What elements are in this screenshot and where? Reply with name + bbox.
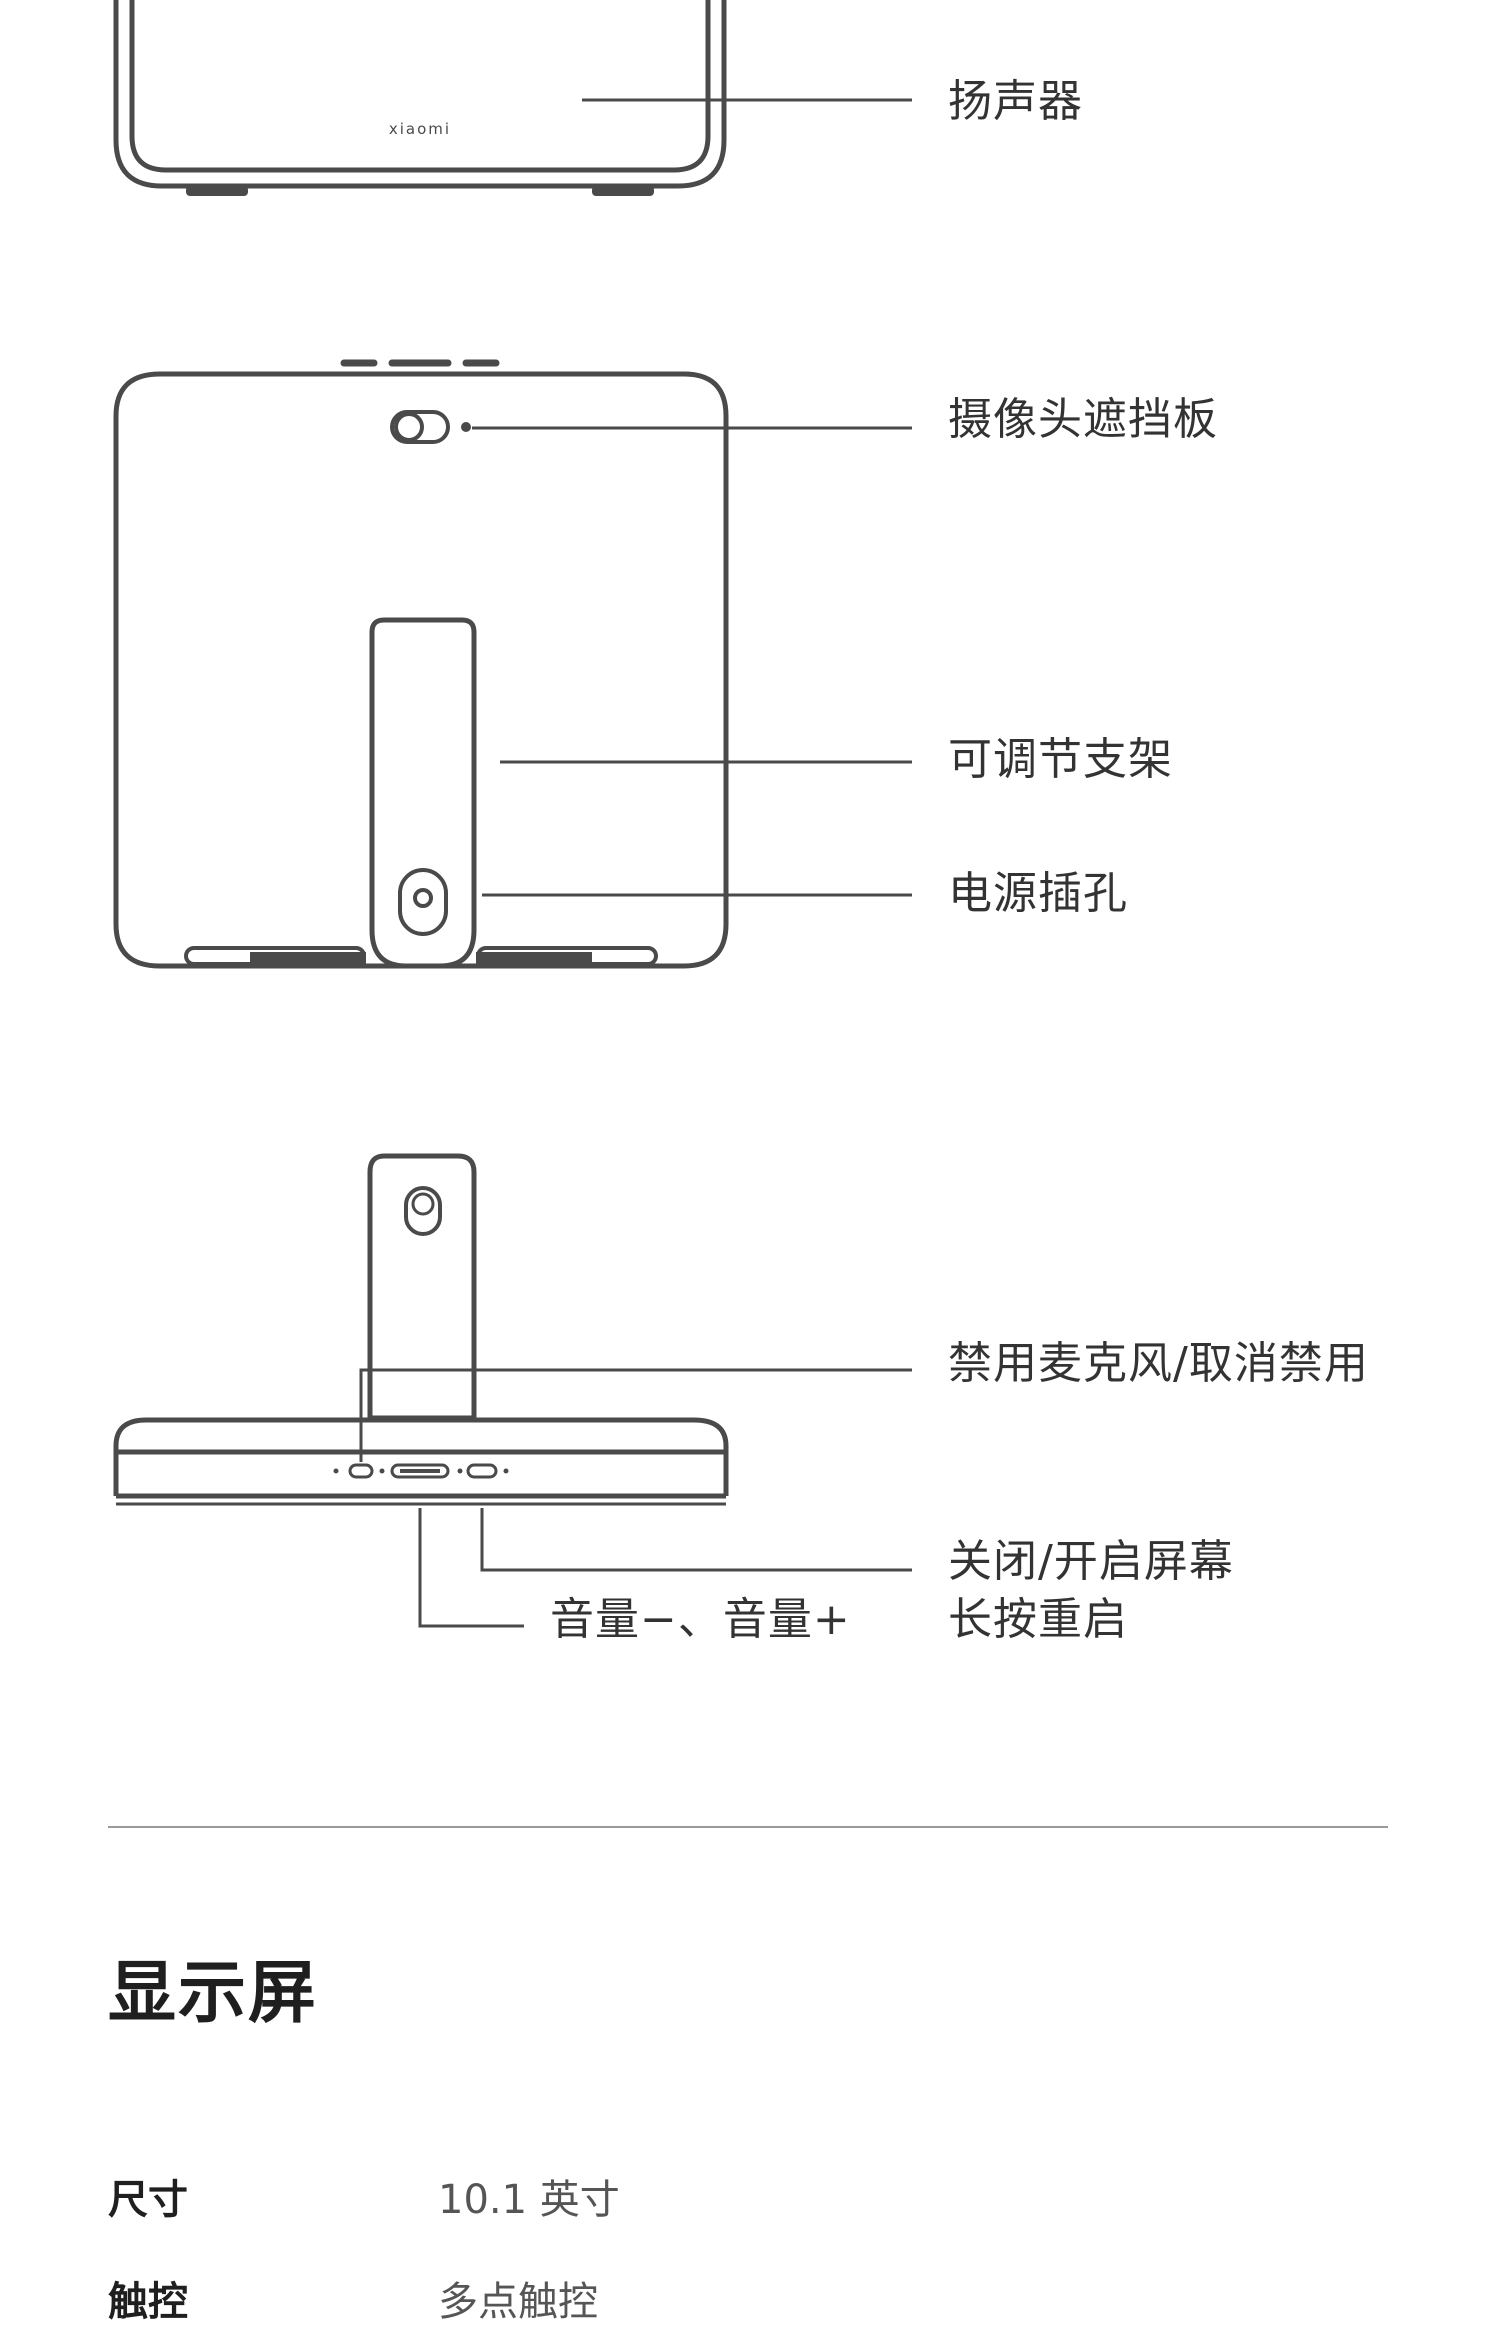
- power-jack-inner: [413, 888, 433, 908]
- back-view: [113, 359, 729, 969]
- device-diagram: xiaomi: [113, 0, 912, 1628]
- back-body-outline: [113, 371, 729, 969]
- volume-rocker: [390, 1463, 450, 1479]
- dot-left-2: [379, 1468, 385, 1474]
- camera-shutter-dot: [461, 422, 471, 432]
- spec-label: 触控: [108, 2279, 188, 2325]
- top-view: [113, 1153, 729, 1506]
- callout-power-jack: 电源插孔: [948, 868, 1128, 919]
- callout-mic-mute: 禁用麦克风/取消禁用: [948, 1338, 1369, 1389]
- power-jack-outer: [398, 868, 448, 936]
- back-grille-fill-right: [476, 952, 592, 964]
- dot-right-2: [503, 1468, 509, 1474]
- camera-shutter-knob: [394, 412, 424, 442]
- power-button: [466, 1463, 498, 1479]
- callout-speaker: 扬声器: [948, 76, 1083, 127]
- front-view: [113, 0, 727, 196]
- callout-adjustable-stand: 可调节支架: [948, 734, 1173, 785]
- section-divider: [108, 1826, 1388, 1828]
- dot-right-1: [457, 1468, 463, 1474]
- section-title: 显示屏: [108, 1954, 319, 2033]
- spec-row-size: 尺寸 10.1 英寸: [108, 2172, 1388, 2232]
- spec-value: 10.1 英寸: [438, 2177, 620, 2223]
- callout-restart: 长按重启: [948, 1594, 1128, 1645]
- callout-screen-toggle: 关闭/开启屏幕: [948, 1536, 1234, 1587]
- front-foot-left: [186, 186, 248, 196]
- adjustable-stand: [369, 617, 477, 969]
- brand-logo-text: xiaomi: [389, 120, 451, 138]
- front-body-outline: [113, 0, 727, 189]
- top-base-outline: [113, 1417, 729, 1496]
- top-stand-hole: [404, 1186, 442, 1236]
- leader-line-volume: [418, 1508, 524, 1628]
- top-stand-hole-inner: [411, 1192, 435, 1216]
- front-inner-frame: [129, 0, 711, 173]
- front-foot-right: [592, 186, 654, 196]
- mic-mute-button: [348, 1463, 374, 1479]
- callout-camera-shutter: 摄像头遮挡板: [948, 394, 1218, 445]
- spec-row-touch: 触控 多点触控: [108, 2274, 1388, 2334]
- dot-left-1: [333, 1468, 339, 1474]
- leader-line-screen-toggle: [480, 1508, 912, 1572]
- spec-value: 多点触控: [438, 2279, 598, 2325]
- spec-label: 尺寸: [108, 2177, 188, 2223]
- camera-shutter-switch: [390, 410, 450, 444]
- volume-rocker-fill: [400, 1469, 440, 1473]
- callout-volume: 音量−、音量+: [550, 1594, 851, 1645]
- leader-line-mic-mute: [359, 1368, 912, 1462]
- back-grille-fill-left: [250, 952, 366, 964]
